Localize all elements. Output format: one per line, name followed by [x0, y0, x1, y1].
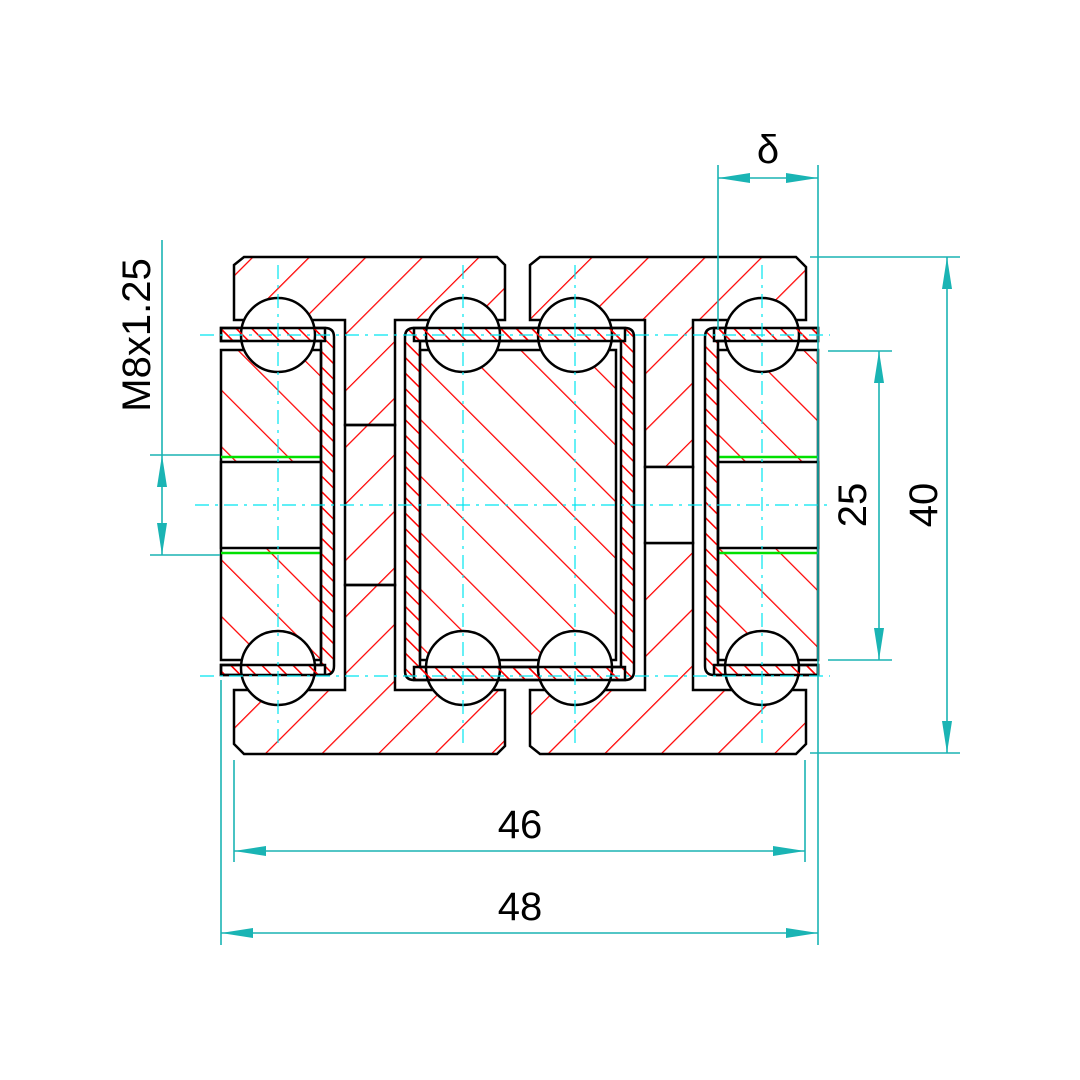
dimension-delta: δ — [717, 128, 819, 945]
dimension-25: 25 — [828, 350, 892, 661]
dimension-label-48: 48 — [498, 885, 543, 929]
dimension-thread: M8x1.25 — [115, 240, 220, 556]
dimension-label-46: 46 — [498, 803, 543, 847]
housing-bottom-left — [232, 583, 507, 756]
dimension-48: 48 — [220, 680, 818, 945]
dimension-label-40: 40 — [902, 483, 946, 528]
dimension-40: 40 — [810, 256, 960, 754]
dimension-label-delta: δ — [757, 128, 779, 172]
sheet-over-balls — [219, 326, 820, 682]
center-lines — [195, 265, 830, 745]
dimension-46: 46 — [233, 760, 806, 862]
dimension-label-thread: M8x1.25 — [115, 258, 159, 411]
dimension-label-25: 25 — [831, 483, 875, 528]
